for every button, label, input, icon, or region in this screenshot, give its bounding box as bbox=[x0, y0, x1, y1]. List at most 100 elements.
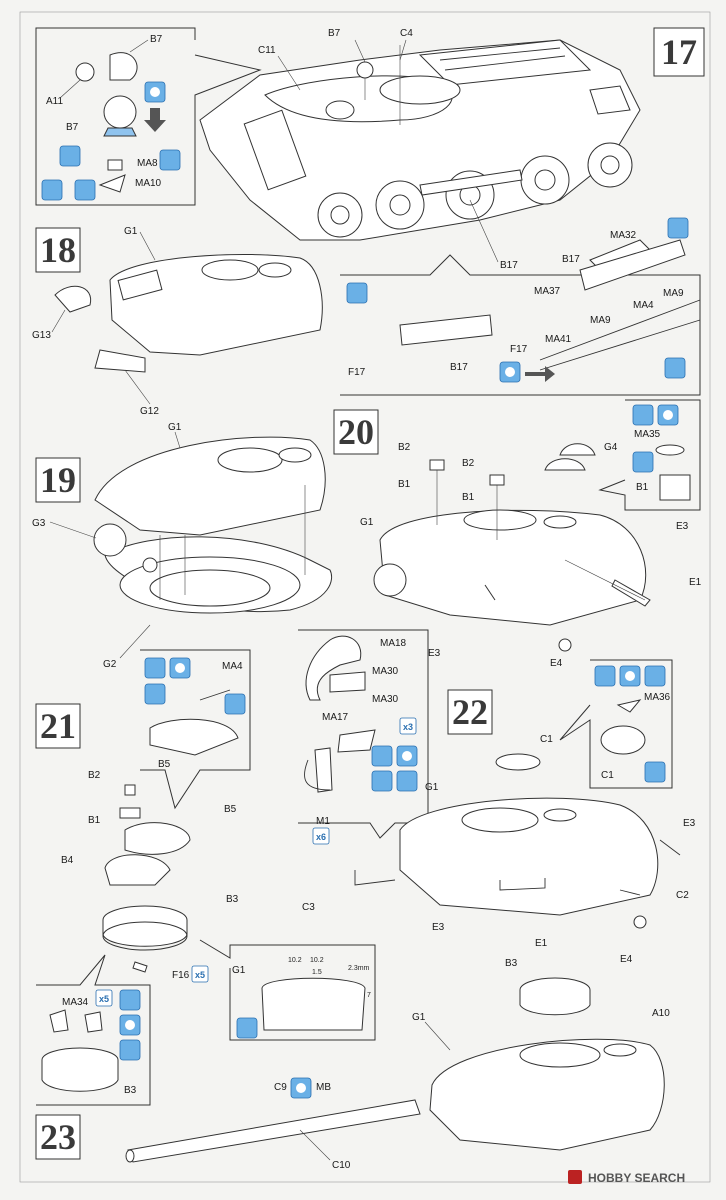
step-21-box bbox=[35, 703, 81, 749]
paint-icon bbox=[371, 745, 393, 767]
step-20-number: 20 bbox=[338, 412, 374, 452]
svg-text:G4: G4 bbox=[604, 442, 618, 453]
step-23-number: 23 bbox=[40, 1117, 76, 1157]
svg-text:B4: B4 bbox=[61, 855, 74, 866]
step-23-box bbox=[35, 1114, 81, 1160]
cement-icon bbox=[594, 665, 616, 687]
svg-text:G1: G1 bbox=[124, 226, 138, 237]
svg-text:G13: G13 bbox=[32, 330, 51, 341]
svg-text:B7: B7 bbox=[66, 122, 79, 133]
svg-text:1.5: 1.5 bbox=[312, 969, 322, 976]
svg-text:E3: E3 bbox=[432, 922, 445, 933]
step-18-number: 18 bbox=[40, 230, 76, 270]
svg-text:MA4: MA4 bbox=[222, 661, 243, 672]
svg-text:B1: B1 bbox=[462, 492, 475, 503]
step-18: 18 G1 G13 G12 MA32 B17 MA37 MA9 MA4 MA41… bbox=[32, 217, 701, 417]
step-21-inset bbox=[140, 649, 251, 810]
cement-icon bbox=[632, 451, 654, 473]
svg-text:MA35: MA35 bbox=[634, 429, 661, 440]
svg-text:HOBBY SEARCH: HOBBY SEARCH bbox=[588, 1171, 685, 1185]
paint-icon bbox=[119, 989, 141, 1011]
svg-text:C11: C11 bbox=[258, 45, 276, 56]
svg-text:MA41: MA41 bbox=[545, 334, 572, 345]
dimension-inset bbox=[199, 939, 376, 1041]
cement-icon bbox=[119, 1039, 141, 1061]
svg-text:MA30: MA30 bbox=[372, 666, 399, 677]
step-19-number: 19 bbox=[40, 460, 76, 500]
svg-text:MB: MB bbox=[316, 1082, 331, 1093]
svg-text:B3: B3 bbox=[505, 958, 518, 969]
svg-text:G1: G1 bbox=[168, 422, 182, 433]
svg-text:10.2: 10.2 bbox=[288, 957, 302, 964]
flip-icon bbox=[619, 665, 641, 687]
cement-icon bbox=[346, 282, 368, 304]
svg-text:7: 7 bbox=[367, 992, 371, 999]
x5-multiplier: x5 bbox=[191, 965, 209, 983]
flip-icon bbox=[396, 745, 418, 767]
cement-icon bbox=[144, 657, 166, 679]
svg-text:B2: B2 bbox=[88, 770, 101, 781]
svg-text:MA17: MA17 bbox=[322, 712, 349, 723]
svg-text:A11: A11 bbox=[46, 96, 63, 107]
step-19: 19 G1 G3 G2 bbox=[32, 422, 333, 670]
svg-text:x3: x3 bbox=[403, 722, 413, 732]
bend-icon bbox=[371, 770, 393, 792]
cement-icon bbox=[41, 179, 63, 201]
svg-text:E4: E4 bbox=[550, 658, 563, 669]
bend-icon bbox=[159, 149, 181, 171]
photoetch-icon bbox=[664, 357, 686, 379]
svg-text:MA9: MA9 bbox=[590, 315, 611, 326]
step-20: 20 B2 B1 B2 B1 G4 G1 E3 E1 E3 E4 MA35 B1 bbox=[333, 399, 702, 669]
svg-text:G1: G1 bbox=[425, 782, 439, 793]
x5-multiplier: x5 bbox=[95, 989, 113, 1007]
x3-multiplier: x3 bbox=[399, 717, 417, 735]
svg-text:M1: M1 bbox=[316, 816, 330, 827]
step-21-subinset bbox=[36, 954, 151, 1106]
svg-text:MA32: MA32 bbox=[610, 230, 637, 241]
svg-text:x5: x5 bbox=[99, 994, 109, 1004]
step-22: 22 MA36 C1 C1 G1 E3 C2 E4 E1 E3 C3 M1 x6 bbox=[302, 659, 696, 965]
flip-icon bbox=[499, 361, 521, 383]
svg-text:E3: E3 bbox=[676, 521, 689, 532]
step-23: 23 B3 A10 G1 C9 MB C10 bbox=[35, 958, 670, 1171]
svg-text:A10: A10 bbox=[652, 1008, 670, 1019]
svg-text:G1: G1 bbox=[360, 517, 374, 528]
step-20-inset bbox=[598, 399, 701, 511]
svg-text:C1: C1 bbox=[601, 770, 614, 781]
step-22-box bbox=[447, 689, 493, 735]
step-19-box bbox=[35, 457, 81, 503]
watermark: HOBBY SEARCH bbox=[568, 1170, 685, 1185]
svg-text:B5: B5 bbox=[224, 804, 237, 815]
svg-text:x6: x6 bbox=[316, 832, 326, 842]
svg-text:B5: B5 bbox=[158, 759, 171, 770]
paint-icon bbox=[632, 404, 654, 426]
svg-text:MA36: MA36 bbox=[644, 692, 671, 703]
photoetch-icon bbox=[224, 693, 246, 715]
svg-text:B3: B3 bbox=[226, 894, 239, 905]
svg-text:B1: B1 bbox=[636, 482, 649, 493]
step-22-number: 22 bbox=[452, 692, 488, 732]
svg-text:MA8: MA8 bbox=[137, 158, 158, 169]
svg-text:MA37: MA37 bbox=[534, 286, 561, 297]
svg-text:F17: F17 bbox=[510, 344, 528, 355]
flip-icon bbox=[290, 1077, 312, 1099]
turret-g1-22 bbox=[399, 797, 659, 916]
svg-text:B7: B7 bbox=[328, 28, 341, 39]
svg-text:B7: B7 bbox=[150, 34, 163, 45]
svg-text:C3: C3 bbox=[302, 902, 315, 913]
svg-text:2.3mm: 2.3mm bbox=[348, 965, 370, 972]
flip-icon bbox=[119, 1014, 141, 1036]
paint-icon bbox=[667, 217, 689, 239]
gun-barrel bbox=[127, 1099, 421, 1163]
step-20-box bbox=[333, 409, 379, 455]
svg-text:C10: C10 bbox=[332, 1160, 351, 1171]
cement-icon bbox=[236, 1017, 258, 1039]
svg-text:C1: C1 bbox=[540, 734, 553, 745]
svg-text:C4: C4 bbox=[400, 28, 413, 39]
svg-text:B2: B2 bbox=[398, 442, 411, 453]
step-17-box bbox=[653, 27, 705, 77]
paint-icon bbox=[144, 683, 166, 705]
svg-text:G1: G1 bbox=[412, 1012, 426, 1023]
